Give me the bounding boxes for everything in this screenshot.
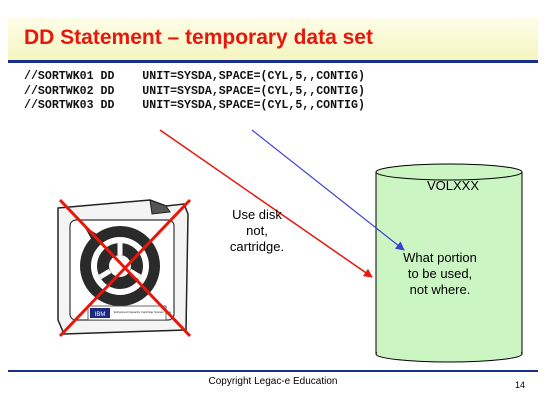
volume-note: What portion to be used, not where. [392, 250, 488, 298]
red-arrow [159, 129, 373, 278]
cartridge-note-line: cartridge. [229, 239, 285, 254]
disk-volume-icon [375, 163, 523, 363]
cross-out-icon [58, 198, 192, 338]
jcl-line-sortwk03: //SORTWK03 DD UNIT=SYSDA,SPACE=(CYL,5,,C… [24, 99, 365, 112]
cartridge-note-line: Use disk [232, 207, 282, 222]
volume-note-line: to be used, [407, 266, 473, 281]
footer-copyright: Copyright Legac-e Education [208, 376, 338, 387]
volume-label: VOLXXX [426, 178, 480, 193]
cartridge-brand: IBM [95, 312, 106, 318]
volume-note-line: What portion [403, 250, 477, 265]
cartridge-note-line: not, [246, 223, 268, 238]
cartridge-note: Use disk not, cartridge. [212, 207, 302, 255]
page-number: 14 [514, 380, 525, 390]
jcl-line-sortwk02: //SORTWK02 DD UNIT=SYSDA,SPACE=(CYL,5,,C… [24, 84, 365, 98]
volume-note-line: not where. [409, 282, 471, 297]
title-bar: DD Statement – temporary data set [8, 18, 538, 63]
jcl-code-block: //SORTWK01 DD UNIT=SYSDA,SPACE=(CYL,5,,C… [24, 70, 365, 114]
blue-arrow [251, 129, 405, 251]
slide-title: DD Statement – temporary data set [24, 26, 373, 49]
footer-rule [8, 370, 538, 372]
jcl-line-sortwk01: //SORTWK01 DD UNIT=SYSDA,SPACE=(CYL,5,,C… [24, 70, 365, 83]
cartridge-caption: Enhanced Capacity Cartridge System Tape [114, 310, 172, 314]
